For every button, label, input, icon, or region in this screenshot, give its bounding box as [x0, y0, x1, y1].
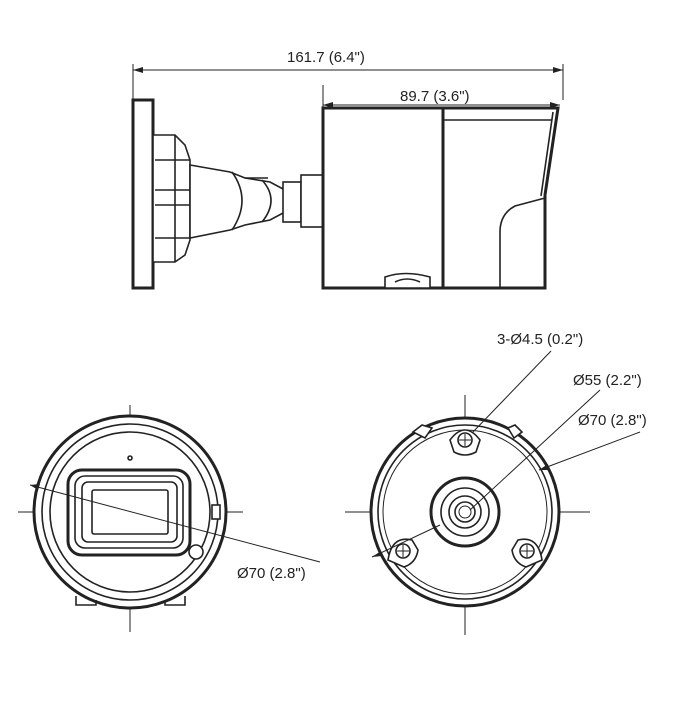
side-view: 161.7 (6.4"): [131, 49, 564, 290]
mount-hole-top: [449, 429, 481, 456]
diameter-55-label: Ø55 (2.2"): [573, 372, 642, 389]
overall-length-dimension: 161.7 (6.4"): [132, 49, 564, 100]
base-view: 3-Ø4.5 (0.2") Ø55 (2.2") Ø70 (2.8"): [345, 331, 647, 635]
body-length-label: 89.7 (3.6"): [400, 88, 470, 105]
mount-plate: [131, 98, 155, 290]
camera-body: [321, 106, 560, 290]
bracket-base: [152, 134, 191, 263]
diameter-70-label: Ø70 (2.8"): [578, 412, 647, 429]
connector-collar: [282, 174, 324, 228]
body-length-dimension: 89.7 (3.6"): [322, 85, 560, 108]
bracket-arm: [189, 164, 286, 239]
front-diameter-label: Ø70 (2.8"): [237, 565, 306, 582]
mount-hole-right: [511, 538, 543, 568]
hole-spec-label: 3-Ø4.5 (0.2"): [497, 331, 583, 348]
overall-length-label: 161.7 (6.4"): [287, 49, 365, 66]
front-view: Ø70 (2.8"): [18, 405, 321, 632]
